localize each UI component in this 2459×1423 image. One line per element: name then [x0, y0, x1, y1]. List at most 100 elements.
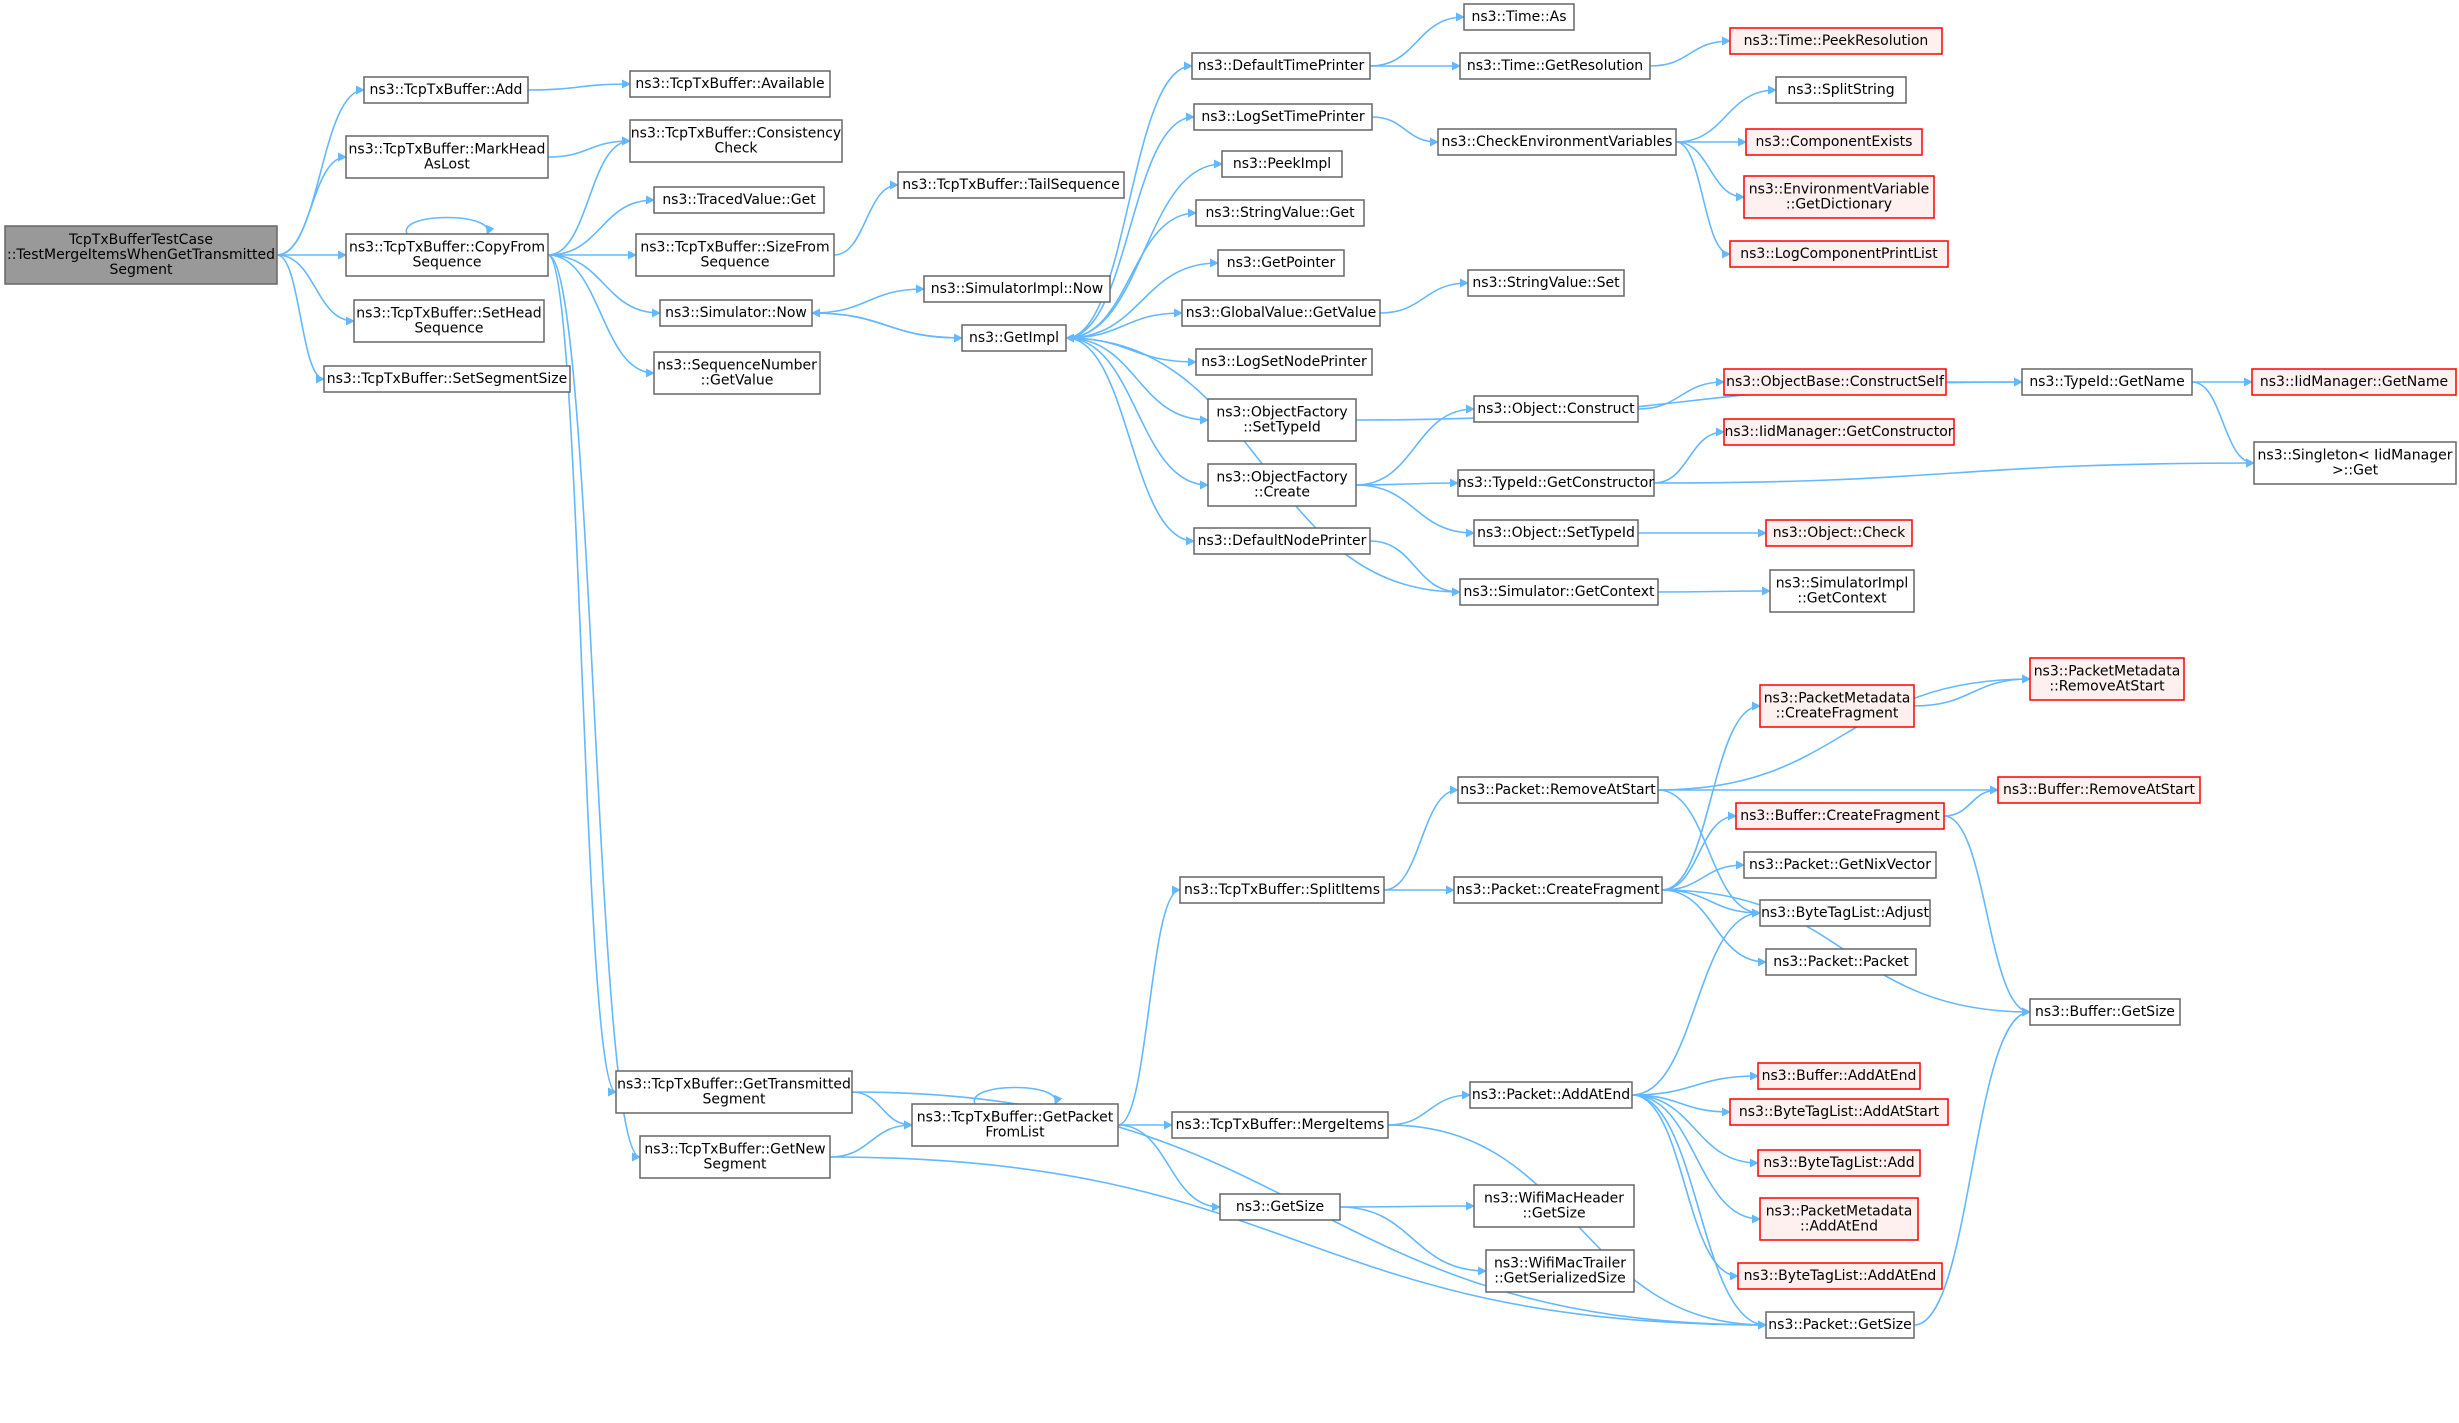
graph-node-logsettime[interactable]: ns3::LogSetTimePrinter: [1193, 103, 1373, 131]
node-label: ns3::SequenceNumber: [657, 358, 817, 374]
graph-node-defnodeprinter[interactable]: ns3::DefaultNodePrinter: [1193, 527, 1371, 555]
edge-pktremoveatstart-to-btladjust: [1657, 789, 1761, 918]
graph-node-compexists[interactable]: ns3::ComponentExists: [1745, 128, 1923, 156]
node-box: [1179, 876, 1385, 904]
graph-node-btladdatstart[interactable]: ns3::ByteTagList::AddAtStart: [1729, 1098, 1949, 1126]
node-label: ns3::Time::PeekResolution: [1744, 33, 1929, 49]
graph-node-simnow[interactable]: ns3::Simulator::Now: [659, 299, 813, 327]
graph-node-splitstring[interactable]: ns3::SplitString: [1775, 76, 1907, 104]
node-label: ::Create: [1254, 485, 1310, 501]
graph-node-splititems[interactable]: ns3::TcpTxBuffer::SplitItems: [1179, 876, 1385, 904]
graph-node-pktgetnix[interactable]: ns3::Packet::GetNixVector: [1743, 851, 1937, 879]
edge-getimpl-to-objfactsettype: [1065, 337, 1209, 425]
node-label: ::TestMergeItemsWhenGetTransmitted: [7, 247, 275, 263]
graph-node-timeas[interactable]: ns3::Time::As: [1463, 3, 1575, 31]
node-label: ns3::DefaultTimePrinter: [1198, 58, 1365, 74]
graph-node-objfactsettype[interactable]: ns3::ObjectFactory::SetTypeId: [1207, 398, 1357, 442]
graph-node-deftimeprinter[interactable]: ns3::DefaultTimePrinter: [1191, 52, 1371, 80]
graph-node-stringvalset[interactable]: ns3::StringValue::Set: [1467, 269, 1625, 297]
graph-node-iidgetname[interactable]: ns3::IidManager::GetName: [2251, 368, 2457, 396]
graph-node-objsettypeid[interactable]: ns3::Object::SetTypeId: [1473, 519, 1639, 547]
graph-node-objbaseconstruct[interactable]: ns3::ObjectBase::ConstructSelf: [1723, 368, 1947, 396]
graph-node-btladjust[interactable]: ns3::ByteTagList::Adjust: [1759, 899, 1931, 927]
graph-node-singletonget[interactable]: ns3::Singleton< IidManager >::Get: [2253, 441, 2457, 485]
node-label: Sequence: [700, 255, 769, 271]
node-box: [1723, 418, 1955, 446]
graph-node-seqnumget[interactable]: ns3::SequenceNumber::GetValue: [653, 351, 821, 395]
node-box: [1745, 128, 1923, 156]
graph-node-wifimactrailer[interactable]: ns3::WifiMacTrailer::GetSerializedSize: [1485, 1249, 1635, 1293]
graph-node-add[interactable]: ns3::TcpTxBuffer::Add: [363, 76, 529, 104]
graph-node-pktremoveatstart[interactable]: ns3::Packet::RemoveAtStart: [1457, 776, 1659, 804]
graph-node-simimplgetctx[interactable]: ns3::SimulatorImpl::GetContext: [1769, 569, 1915, 613]
graph-node-pktaddatend[interactable]: ns3::Packet::AddAtEnd: [1469, 1081, 1633, 1109]
graph-node-btladd[interactable]: ns3::ByteTagList::Add: [1757, 1149, 1921, 1177]
graph-node-logcompprint[interactable]: ns3::LogComponentPrintList: [1729, 240, 1949, 268]
node-box: [653, 351, 821, 395]
node-box: [1453, 876, 1663, 904]
graph-node-checkenv[interactable]: ns3::CheckEnvironmentVariables: [1437, 128, 1677, 156]
graph-node-pktpacket[interactable]: ns3::Packet::Packet: [1765, 948, 1917, 976]
graph-node-bufaddatend[interactable]: ns3::Buffer::AddAtEnd: [1757, 1062, 1921, 1090]
graph-node-wifimacheader[interactable]: ns3::WifiMacHeader::GetSize: [1473, 1184, 1635, 1228]
graph-node-pmaddatend[interactable]: ns3::PacketMetadata::AddAtEnd: [1759, 1197, 1919, 1241]
graph-node-objfactcreate[interactable]: ns3::ObjectFactory::Create: [1207, 463, 1357, 507]
graph-node-available[interactable]: ns3::TcpTxBuffer::Available: [629, 70, 831, 98]
node-box: [1997, 776, 2201, 804]
graph-node-stringvalget[interactable]: ns3::StringValue::Get: [1195, 199, 1365, 227]
graph-node-tracedvalue[interactable]: ns3::TracedValue::Get: [653, 186, 825, 214]
graph-node-pmremoveatstart[interactable]: ns3::PacketMetadata::RemoveAtStart: [2029, 657, 2185, 701]
graph-node-bufgetsize[interactable]: ns3::Buffer::GetSize: [2029, 998, 2181, 1026]
graph-node-envgetdict[interactable]: ns3::EnvironmentVariable::GetDictionary: [1743, 175, 1935, 219]
node-label: ns3::TcpTxBuffer::Available: [635, 76, 824, 92]
graph-node-mergeitems[interactable]: ns3::TcpTxBuffer::MergeItems: [1171, 1111, 1389, 1139]
graph-node-pktgetsize[interactable]: ns3::Packet::GetSize: [1765, 1311, 1915, 1339]
edge-sizefrom-to-tailseq: [833, 180, 899, 256]
graph-node-getsize[interactable]: ns3::GetSize: [1219, 1193, 1341, 1221]
edge-getpktfromlist-to-getpktfromlist: [973, 1086, 1063, 1105]
node-label: ns3::Packet::RemoveAtStart: [1460, 782, 1656, 798]
node-label: ns3::SimulatorImpl::Now: [931, 281, 1104, 297]
node-label: ns3::TcpTxBuffer::CopyFrom: [349, 240, 545, 256]
edge-pktaddatend-to-btladdatend: [1631, 1094, 1739, 1281]
graph-node-setsegsize[interactable]: ns3::TcpTxBuffer::SetSegmentSize: [323, 365, 571, 393]
node-box: [1467, 269, 1625, 297]
graph-node-typeidgetctor[interactable]: ns3::TypeId::GetConstructor: [1457, 469, 1655, 497]
graph-node-root[interactable]: TcpTxBufferTestCase::TestMergeItemsWhenG…: [4, 225, 278, 285]
graph-node-tailseq[interactable]: ns3::TcpTxBuffer::TailSequence: [897, 171, 1125, 199]
graph-node-objconstruct[interactable]: ns3::Object::Construct: [1473, 395, 1639, 423]
graph-node-simimplnow[interactable]: ns3::SimulatorImpl::Now: [923, 275, 1111, 303]
graph-node-globalvalget[interactable]: ns3::GlobalValue::GetValue: [1181, 299, 1381, 327]
graph-node-getimpl[interactable]: ns3::GetImpl: [961, 324, 1067, 352]
node-box: [911, 1103, 1119, 1147]
node-label: ns3::Time::GetResolution: [1467, 58, 1643, 74]
graph-node-pktcreatefrag[interactable]: ns3::Packet::CreateFragment: [1453, 876, 1663, 904]
graph-node-getpointer[interactable]: ns3::GetPointer: [1217, 249, 1345, 277]
edge-getimpl-to-deftimeprinter: [1065, 61, 1193, 339]
node-label: ns3::ByteTagList::Adjust: [1761, 905, 1929, 921]
graph-node-logsetnode[interactable]: ns3::LogSetNodePrinter: [1195, 348, 1373, 376]
graph-node-objcheck[interactable]: ns3::Object::Check: [1765, 519, 1913, 547]
graph-node-btladdatend[interactable]: ns3::ByteTagList::AddAtEnd: [1737, 1262, 1943, 1290]
node-box: [1735, 802, 1945, 830]
node-box: [1759, 899, 1931, 927]
graph-node-simgetcontext[interactable]: ns3::Simulator::GetContext: [1459, 578, 1659, 606]
node-label: ns3::CheckEnvironmentVariables: [1442, 134, 1673, 150]
graph-node-timepeekres[interactable]: ns3::Time::PeekResolution: [1729, 27, 1943, 55]
graph-node-timegetres[interactable]: ns3::Time::GetResolution: [1459, 52, 1651, 80]
graph-node-iidgetctor[interactable]: ns3::IidManager::GetConstructor: [1723, 418, 1955, 446]
graph-node-bufremoveatstart[interactable]: ns3::Buffer::RemoveAtStart: [1997, 776, 2201, 804]
graph-node-typeidgetname[interactable]: ns3::TypeId::GetName: [2021, 368, 2193, 396]
graph-node-bufcreatefrag[interactable]: ns3::Buffer::CreateFragment: [1735, 802, 1945, 830]
edge-timegetres-to-timepeekres: [1649, 36, 1731, 67]
graph-node-peekimpl[interactable]: ns3::PeekImpl: [1221, 150, 1343, 178]
graph-node-pmcreatefrag[interactable]: ns3::PacketMetadata::CreateFragment: [1759, 684, 1915, 728]
